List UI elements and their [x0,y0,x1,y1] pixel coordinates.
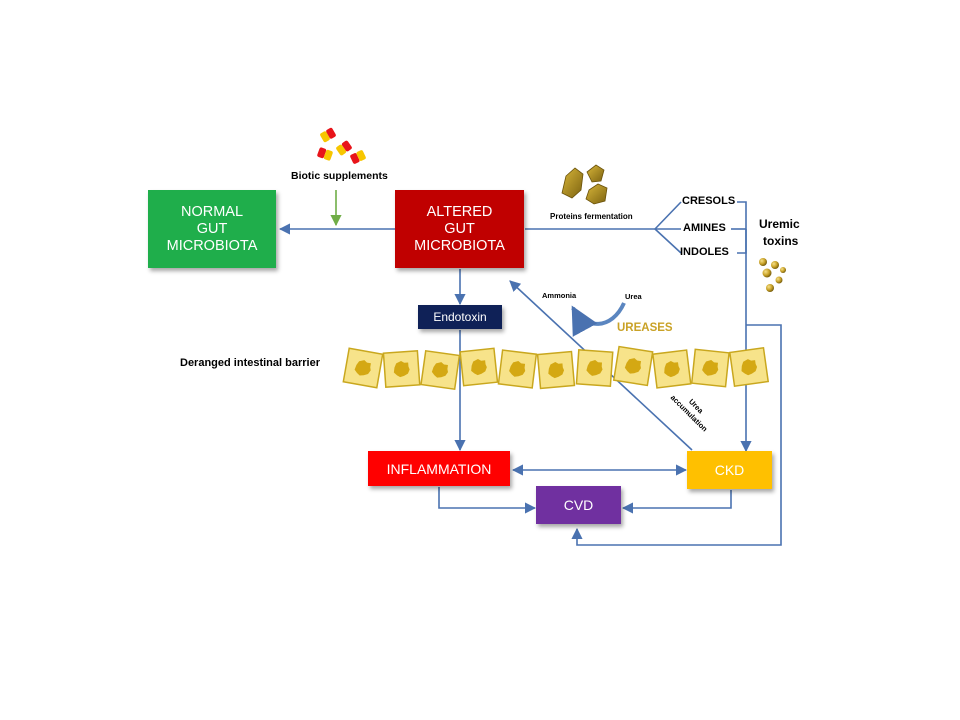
cell-nucleus [431,362,448,378]
cell-nucleus [393,361,410,378]
cell-nucleus [354,360,371,376]
barrier-cell [420,349,461,391]
amines-label: AMINES [683,222,726,234]
altered-line-1: ALTERED [426,203,493,220]
cell-nucleus [741,359,758,376]
ckd-box: CKD [687,451,772,489]
uremic-toxins-label-line1: Uremic [759,217,800,231]
barrier-cell [342,347,384,389]
normal-line-3: MICROBIOTA [166,237,258,254]
barrier-cell [690,348,730,388]
intestinal-barrier [342,345,770,391]
normal-line-1: NORMAL [180,203,244,220]
biotic-supplements-label: Biotic supplements [291,170,388,182]
uremic-toxins-label-line2: toxins [763,234,799,248]
proteins-fermentation-label: Proteins fermentation [550,212,633,221]
barrier-cell [575,349,614,387]
endotoxin-box: Endotoxin [418,305,502,329]
altered-line-3: MICROBIOTA [414,237,505,254]
altered-line-2: GUT [444,220,475,237]
barrier-cell [459,347,499,387]
cvd-box: CVD [536,486,621,524]
cell-nucleus [471,359,487,376]
branch-indoles [654,228,682,254]
ammonia-label: Ammonia [542,291,577,300]
arrow-inflammation-to-cvd [438,487,537,514]
barrier-cell [497,349,538,389]
toxin-spheres-icon [759,258,786,292]
cell-nucleus [624,358,642,374]
cresols-label: CRESOLS [682,195,736,207]
ureases-label: UREASES [617,322,673,334]
cell-nucleus [702,360,719,376]
normal-line-2: GUT [196,220,228,237]
barrier-cell [536,350,576,390]
normal-gut-microbiota-box: NORMAL GUT MICROBIOTA [148,190,276,268]
cell-nucleus [548,362,565,379]
barrier-cell [728,346,770,388]
cell-nucleus [664,361,680,378]
arrow-ckd-to-cvd [621,490,732,514]
indoles-label: INDOLES [680,246,729,258]
altered-gut-microbiota-box: ALTERED GUT MICROBIOTA [395,190,524,268]
barrier-cell [612,345,654,387]
arrow-urea-to-ammonia [571,302,626,337]
capsule-pills-icon [317,127,366,164]
deranged-barrier-label: Deranged intestinal barrier [180,357,320,369]
branch-cresols [654,201,682,230]
arrow-toxins-to-cvd [571,324,782,546]
barrier-cell [652,349,692,389]
cell-nucleus [509,361,526,377]
protein-chunks-icon [561,164,608,205]
urea-label: Urea [625,292,642,301]
inflammation-box: INFLAMMATION [368,451,510,486]
barrier-cell [382,350,421,388]
cell-nucleus [586,360,603,376]
bracket-toxins [737,201,747,254]
